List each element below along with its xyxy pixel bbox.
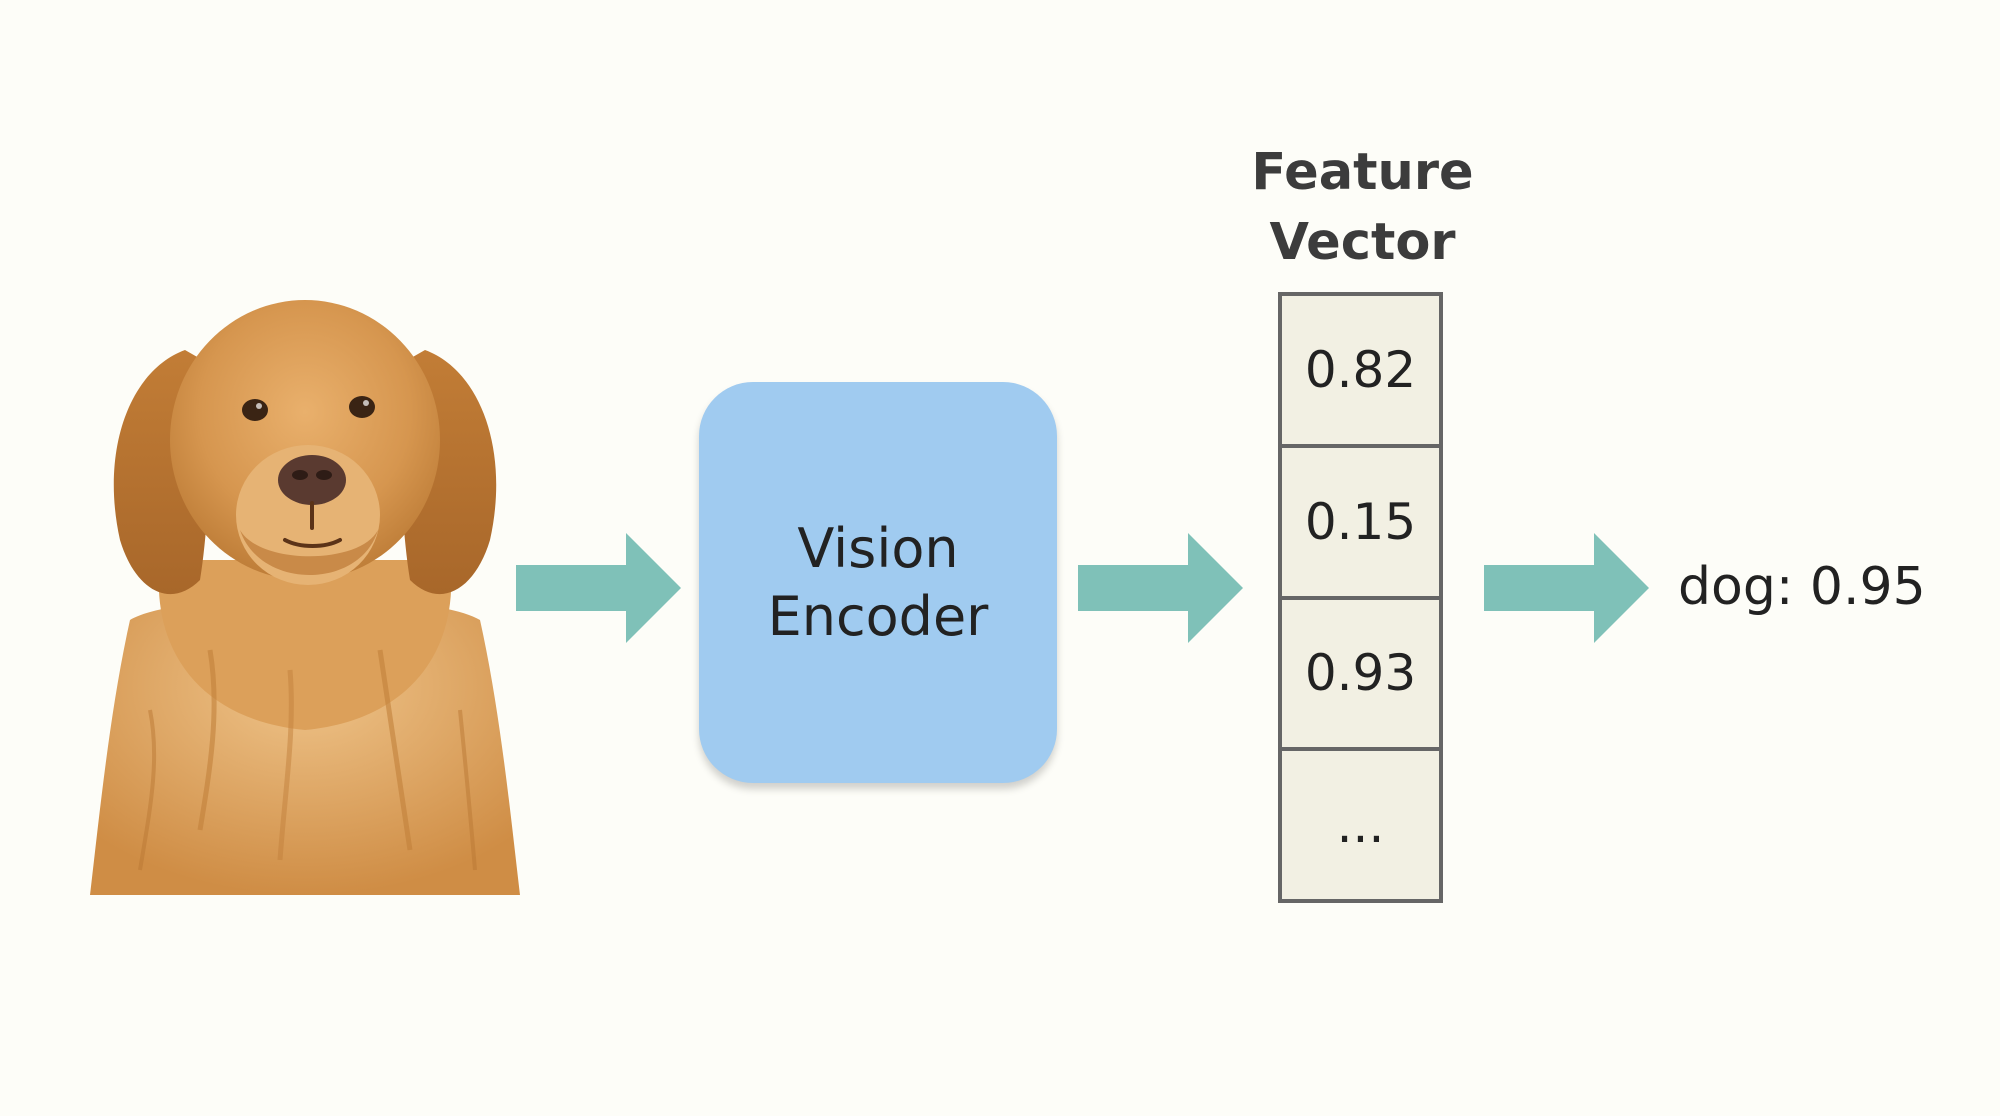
feature-title-line2: Vector — [1269, 213, 1456, 272]
output-prediction: dog: 0.95 — [1678, 557, 1926, 617]
vision-encoder-box: Vision Encoder — [699, 382, 1057, 783]
vector-cell: 0.82 — [1282, 296, 1439, 448]
feature-vector: 0.82 0.15 0.93 ... — [1278, 292, 1443, 903]
arrow-right-icon — [516, 533, 681, 643]
feature-vector-title: Feature Vector — [1200, 138, 1525, 278]
encoder-label-line1: Vision — [797, 516, 959, 580]
vector-cell: ... — [1336, 796, 1385, 855]
arrow-right-icon — [1078, 533, 1243, 643]
feature-title-line1: Feature — [1251, 143, 1474, 202]
vector-cell: 0.15 — [1282, 448, 1439, 600]
arrow-right-icon — [1484, 533, 1649, 643]
vector-cell: 0.93 — [1282, 600, 1439, 752]
encoder-label-line2: Encoder — [767, 584, 989, 648]
dog-image — [90, 300, 520, 895]
